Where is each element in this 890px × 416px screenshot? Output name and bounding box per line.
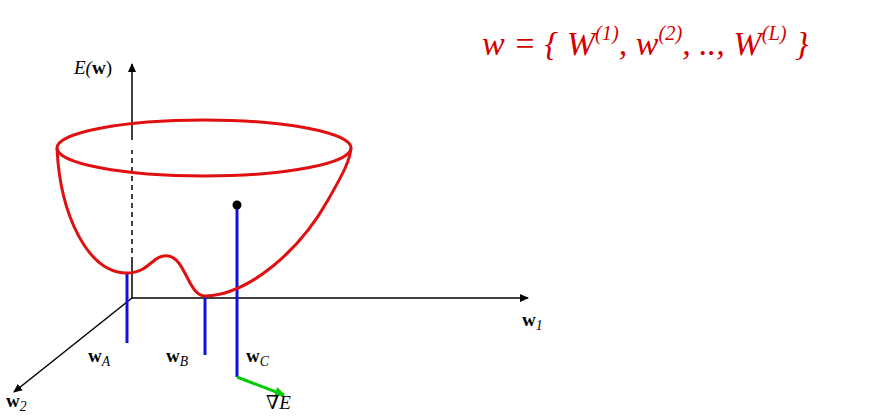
axis	[131, 262, 133, 298]
axis	[131, 64, 133, 140]
surface-rim	[57, 120, 351, 176]
drop-line	[204, 296, 207, 355]
axis-label: wA	[88, 346, 110, 369]
error-surface	[57, 148, 351, 296]
axis-label: w1	[522, 310, 543, 333]
equation: w = { W(1), w(2), .., W(L) }	[482, 22, 809, 63]
axis-label: E(w)	[74, 58, 112, 79]
axis-label: wB	[166, 346, 188, 369]
point	[233, 201, 242, 210]
axis-label: w2	[6, 391, 27, 414]
axis	[132, 297, 528, 299]
drop-line	[126, 273, 129, 343]
drop-line	[236, 205, 239, 377]
axis-dashed	[131, 150, 133, 262]
axis-label: wC	[246, 346, 269, 369]
axis-label: ∇E	[266, 393, 291, 414]
axis	[14, 298, 132, 392]
